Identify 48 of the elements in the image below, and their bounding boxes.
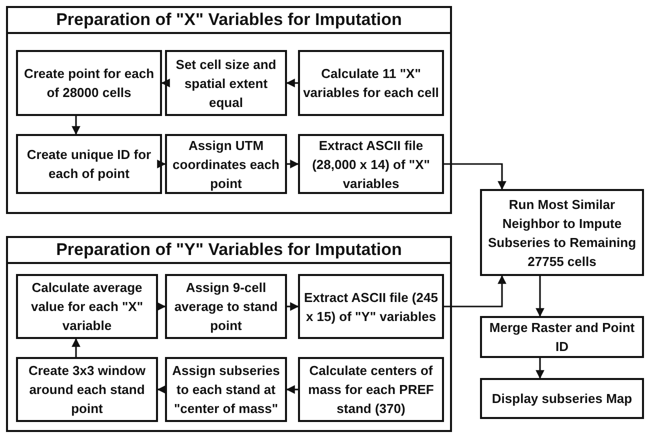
arrow <box>287 302 299 311</box>
process-box <box>165 50 287 116</box>
arrow <box>444 163 506 190</box>
box-label: Assign UTM coordinates each point <box>172 136 280 192</box>
process-box <box>16 274 158 339</box>
process-box <box>165 274 287 339</box>
arrow <box>286 78 298 88</box>
arrow <box>444 275 506 308</box>
process-box <box>480 189 644 276</box>
process-box <box>165 134 287 194</box>
arrow <box>287 160 299 168</box>
process-box <box>480 378 644 419</box>
box-label: Assign 9-cell average to stand point <box>173 279 279 335</box>
box-label: Assign subseries to each stand at "center of mass" <box>171 362 281 418</box>
box-label: Set cell size and spatial extent equal <box>174 56 278 112</box>
arrow <box>536 276 544 317</box>
group-panel <box>6 236 452 432</box>
box-label: Calculate average value for each "X" variable <box>30 279 144 335</box>
arrow <box>157 160 166 168</box>
process-box <box>16 134 162 194</box>
box-label: Merge Raster and Point ID <box>488 319 636 356</box>
box-label: Extract ASCII file (245 x 15) of "Y" variables <box>303 288 439 326</box>
group-panel <box>6 6 452 214</box>
arrow <box>157 302 166 311</box>
process-box <box>16 50 162 116</box>
process-box <box>165 357 287 422</box>
arrow <box>286 385 298 394</box>
box-label: Calculate 11 "X" variables for each cell <box>302 65 440 102</box>
panel-heading: Preparation of "X" Variables for Imputation <box>56 10 402 29</box>
arrow <box>72 116 80 135</box>
arrow <box>161 78 170 88</box>
box-label: Create 3x3 window around each stand point <box>27 362 147 418</box>
box-label: Run Most Similar Neighbor to Impute Subseries to Remaining 27755 cells <box>486 196 638 270</box>
process-box <box>480 316 644 358</box>
process-box <box>298 134 444 194</box>
box-label: Create point for each of 28000 cells <box>22 65 156 102</box>
process-box <box>298 50 444 116</box>
arrow <box>157 385 166 394</box>
box-label: Calculate centers of mass for each PREF stand (370) <box>307 362 435 418</box>
process-box <box>16 357 158 422</box>
box-label: Display subseries Map <box>492 390 632 408</box>
process-box <box>298 357 444 422</box>
arrow <box>72 338 80 357</box>
box-label: Create unique ID for each of point <box>26 146 152 183</box>
panel-heading: Preparation of "Y" Variables for Imputation <box>56 240 402 259</box>
arrow <box>536 358 544 379</box>
process-box <box>298 274 444 339</box>
box-label: Extract ASCII file (28,000 x 14) of "X" variables <box>311 136 431 192</box>
